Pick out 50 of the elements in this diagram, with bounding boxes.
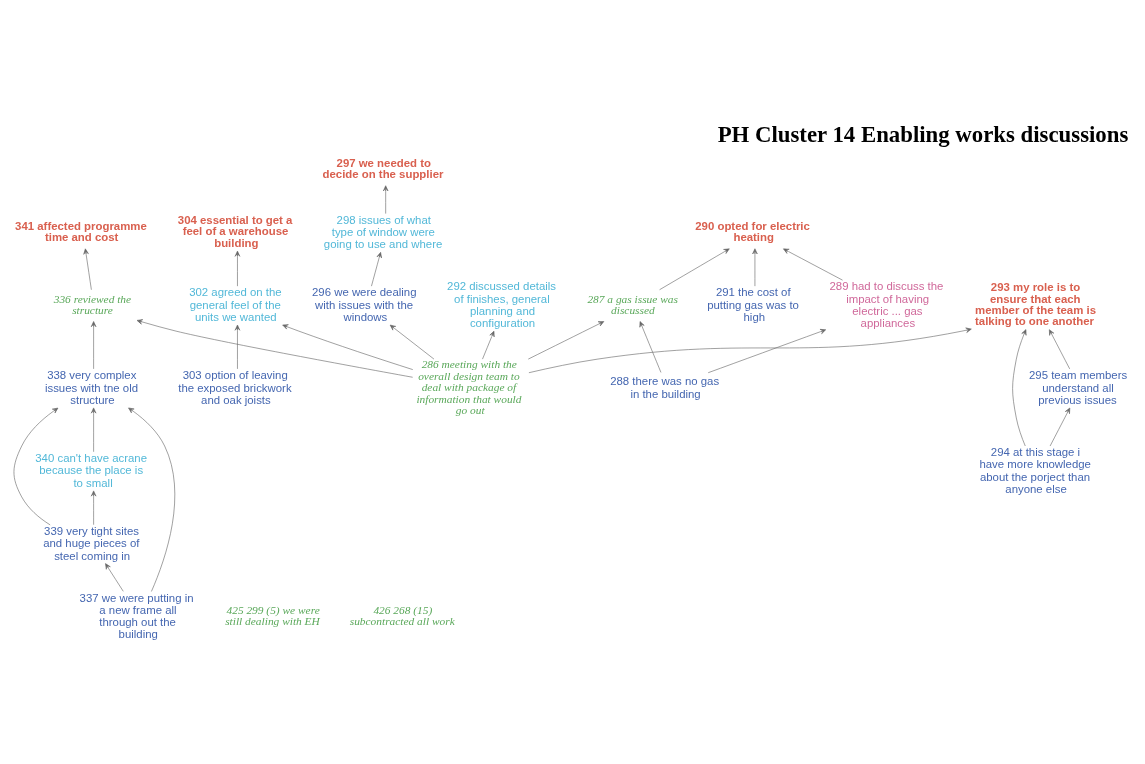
node-text: 336 reviewed the structure bbox=[53, 292, 132, 316]
arrow bbox=[1049, 407, 1071, 447]
node-text: 288 there was no gas in the building bbox=[610, 375, 720, 400]
arrow bbox=[783, 248, 843, 281]
arrow bbox=[389, 324, 435, 360]
arrow bbox=[527, 321, 605, 360]
node-text: 426 268 (15) subcontracted all work bbox=[349, 603, 455, 628]
node-text: 425 299 (5) we were still dealing with EH bbox=[225, 603, 320, 628]
arrow bbox=[383, 185, 389, 214]
node-text: 297 we needed to decide on the supplier bbox=[322, 156, 444, 180]
node-text: 290 opted for electric heating bbox=[695, 219, 810, 244]
node-text: 304 essential to get a feel of a warehouse building bbox=[177, 214, 293, 249]
node-text: 339 very tight sites and huge pieces of steel coming in bbox=[43, 524, 140, 562]
node-text: 298 issues of what type of window were going to use and where bbox=[323, 213, 443, 251]
arrow bbox=[136, 319, 413, 378]
node-text: 340 can't have acrane because the place is to small bbox=[35, 452, 148, 489]
arrow bbox=[752, 248, 758, 287]
arrow bbox=[1049, 329, 1070, 370]
arrow bbox=[234, 250, 241, 287]
node-text: 295 team members understand all previous issues bbox=[1029, 369, 1128, 406]
node-text: 303 option of leaving the exposed brickwork and oak joists bbox=[178, 369, 292, 406]
arrow bbox=[528, 327, 972, 374]
arrow bbox=[371, 252, 382, 287]
arrow bbox=[659, 248, 730, 291]
arrow bbox=[482, 330, 495, 360]
arrow bbox=[707, 329, 827, 374]
arrow bbox=[234, 324, 241, 370]
arrow bbox=[105, 563, 124, 592]
node-text: 302 agreed on the general feel of the units we wanted bbox=[189, 286, 282, 323]
arrow bbox=[90, 407, 97, 453]
node-text: 296 we were dealing with issues with the windows bbox=[312, 286, 417, 323]
arrow bbox=[128, 407, 176, 592]
arrow bbox=[639, 321, 662, 373]
node-text: 289 had to discuss the impact of having electric ... gas appliances bbox=[829, 280, 944, 330]
node-text: 338 very complex issues with tne old structure bbox=[44, 369, 139, 406]
arrow bbox=[1012, 329, 1027, 447]
node-text: 287 a gas issue was discussed bbox=[587, 292, 678, 316]
arrow bbox=[13, 407, 59, 526]
node-text: 341 affected programme time and cost bbox=[15, 219, 147, 244]
node-text: 293 my role is to ensure that each member of the team is talking to one another bbox=[975, 281, 1096, 328]
node-text: 292 discussed details of finishes, general planning and configuration bbox=[447, 280, 556, 330]
arrow bbox=[90, 321, 97, 370]
arrow bbox=[90, 490, 97, 526]
node-text: 337 we were putting in a new frame all through out the building bbox=[79, 591, 194, 641]
arrow bbox=[282, 324, 414, 370]
arrow bbox=[83, 248, 92, 291]
diagram-title: PH Cluster 14 Enabling works discussions bbox=[717, 122, 1129, 148]
node-text: 286 meeting with the overall design team to deal with package of information that would go out bbox=[416, 358, 522, 416]
node-text: 294 at this stage i have more knowledge about the porject than anyone else bbox=[979, 446, 1091, 495]
node-text: 291 the cost of putting gas was to high bbox=[707, 286, 799, 323]
